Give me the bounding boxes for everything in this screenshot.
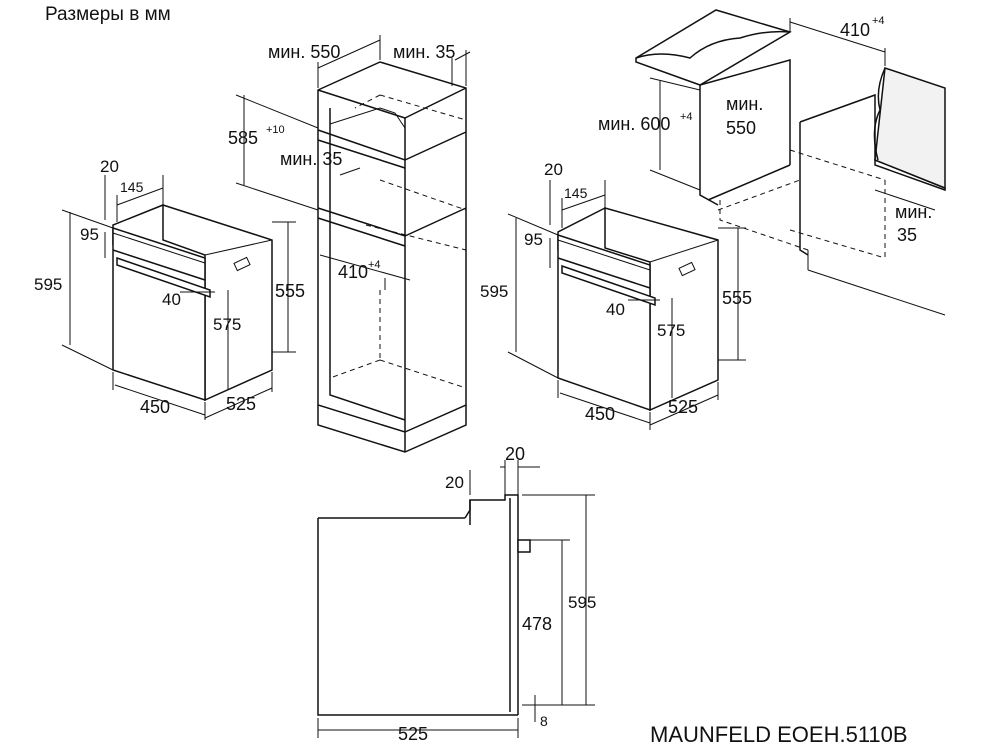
label-uc-410-tol: +4 bbox=[872, 15, 885, 27]
label-side-left20: 20 bbox=[505, 444, 525, 464]
oven-left-drawing bbox=[112, 203, 273, 402]
label-uc-min550-b: 550 bbox=[726, 118, 756, 138]
label-right-450: 450 bbox=[585, 404, 615, 424]
label-side-595: 595 bbox=[568, 593, 596, 612]
label-410: 410 bbox=[338, 262, 368, 282]
label-left-555: 555 bbox=[275, 281, 305, 301]
label-right-555: 555 bbox=[722, 288, 752, 308]
label-left-450: 450 bbox=[140, 397, 170, 417]
label-side-478: 478 bbox=[522, 614, 552, 634]
label-min550: мин. 550 bbox=[268, 42, 340, 62]
label-right-525: 525 bbox=[668, 397, 698, 417]
label-left-595: 595 bbox=[34, 275, 62, 294]
label-side-8: 8 bbox=[540, 713, 548, 729]
label-right-95: 95 bbox=[524, 230, 543, 249]
label-uc-min35-a: мин. bbox=[895, 202, 932, 222]
oven-right-dimensions bbox=[507, 180, 746, 430]
label-min35-top: мин. 35 bbox=[393, 42, 455, 62]
label-min35-mid: мин. 35 bbox=[280, 149, 342, 169]
label-right-40: 40 bbox=[606, 300, 625, 319]
label-left-20: 20 bbox=[100, 157, 119, 176]
label-585: 585 bbox=[228, 128, 258, 148]
label-right-575: 575 bbox=[657, 321, 685, 340]
dimension-labels: 20 145 95 595 40 575 555 450 525 мин. 55… bbox=[34, 15, 932, 744]
label-side-525: 525 bbox=[398, 724, 428, 744]
label-uc-min550-a: мин. bbox=[726, 94, 763, 114]
label-right-145: 145 bbox=[564, 185, 588, 201]
side-view-dimensions bbox=[317, 460, 595, 738]
model-caption: MAUNFELD EOEH.5110B bbox=[650, 722, 908, 747]
label-uc-min600-tol: +4 bbox=[680, 111, 693, 123]
oven-left-dimensions bbox=[61, 175, 296, 420]
undercounter-drawing bbox=[635, 9, 946, 316]
label-left-40: 40 bbox=[162, 290, 181, 309]
undercounter-dimensions bbox=[649, 18, 936, 211]
label-410-tol: +4 bbox=[368, 259, 381, 271]
label-left-95: 95 bbox=[80, 225, 99, 244]
label-uc-min35-b: 35 bbox=[897, 225, 917, 245]
tall-cabinet-dimensions bbox=[235, 35, 471, 290]
label-left-575: 575 bbox=[213, 315, 241, 334]
label-right-595: 595 bbox=[480, 282, 508, 301]
label-left-525: 525 bbox=[226, 394, 256, 414]
label-side-top20: 20 bbox=[445, 473, 464, 492]
label-uc-min600: мин. 600 bbox=[598, 114, 670, 134]
oven-right-drawing bbox=[557, 207, 719, 412]
label-585-tol: +10 bbox=[266, 124, 285, 136]
label-uc-410: 410 bbox=[840, 20, 870, 40]
tall-cabinet-drawing bbox=[317, 61, 467, 453]
side-view-drawing bbox=[317, 494, 531, 716]
units-caption: Размеры в мм bbox=[45, 4, 171, 25]
label-left-145: 145 bbox=[120, 179, 144, 195]
label-right-20: 20 bbox=[544, 160, 563, 179]
